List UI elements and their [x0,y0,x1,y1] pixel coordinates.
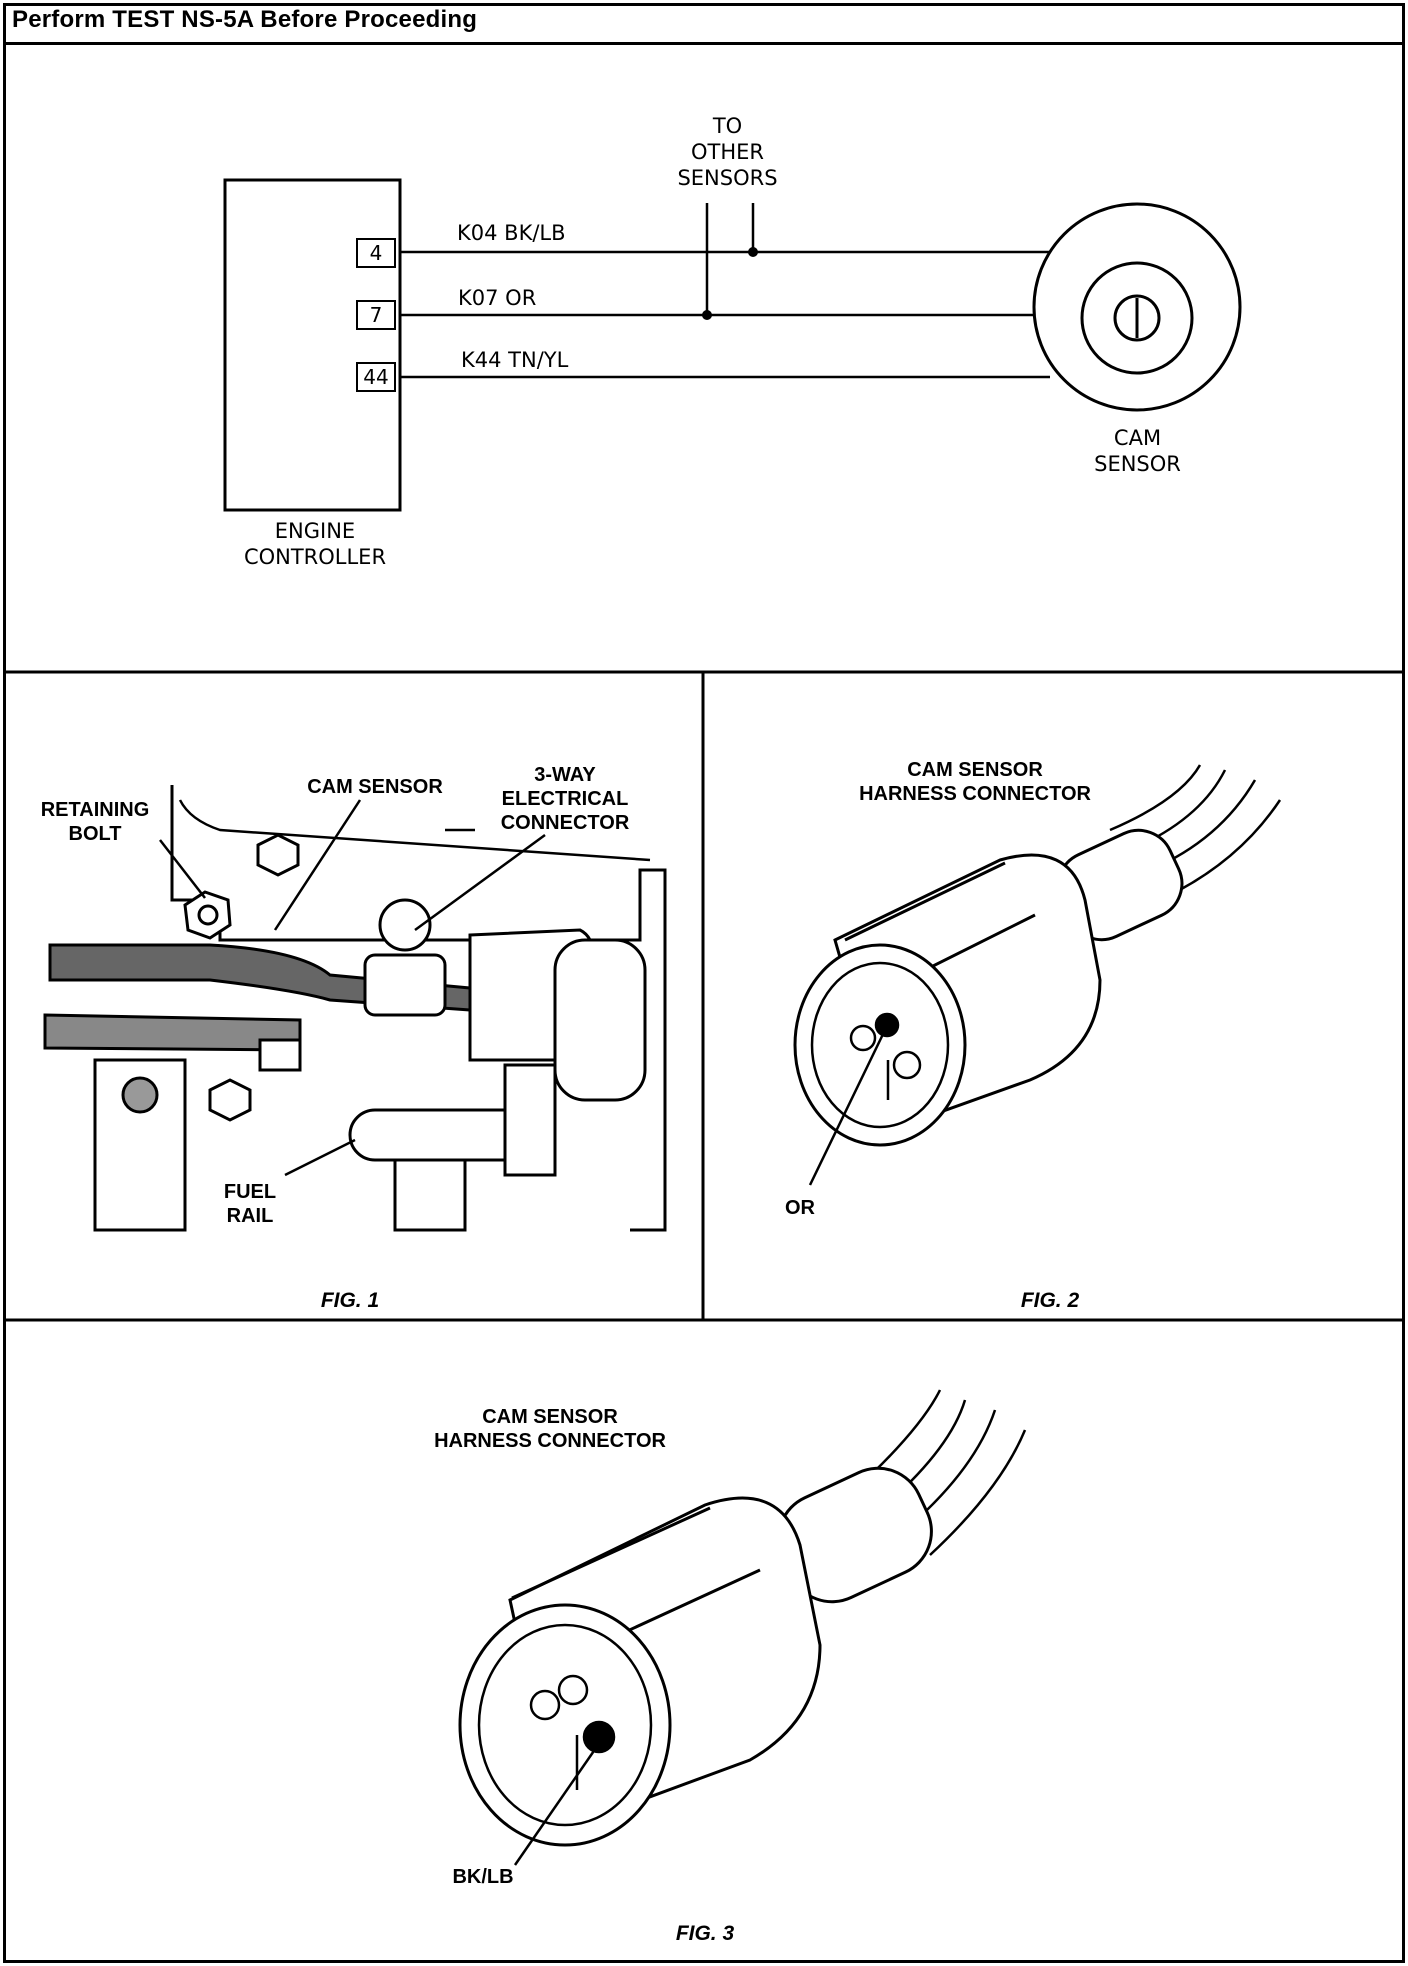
engine-controller-box [223,178,402,512]
fig1-caption: FIG. 1 [320,1289,380,1312]
wire-label-k44: K44 TN/YL [461,348,569,372]
fig2-title: CAM SENSOR HARNESS CONNECTOR [859,759,1091,805]
fig1-retaining-bolt-label: RETAINING BOLT [40,799,150,845]
header-bar [3,3,1405,45]
pin-44: 44 [356,362,396,392]
fig3-bklb-cavity [582,1720,616,1754]
page-title: Perform TEST NS-5A Before Proceeding [12,6,478,33]
splice-dot-k07 [702,310,712,320]
splice-dot-k04 [748,247,758,257]
wire-label-k04: K04 BK/LB [457,221,566,245]
cam-sensor-inner [1080,261,1194,375]
pin-4: 4 [356,238,396,268]
retaining-bolt [183,890,232,940]
cam-sensor-label: CAM SENSOR [1094,426,1181,476]
wire-label-k07: K07 OR [458,286,537,310]
fig3-bklb-label: BK/LB [452,1866,514,1888]
pin-7: 7 [356,300,396,330]
fig3-title: CAM SENSOR HARNESS CONNECTOR [434,1406,666,1452]
splice-label: TO OTHER SENSORS [677,114,778,190]
fig1-cam-sensor-label: CAM SENSOR [307,776,443,798]
fig2-connector-face [793,943,967,1147]
fig3-connector-face [458,1603,672,1847]
three-way-connector [363,953,447,1017]
fig1-connector-label: 3-WAY ELECTRICAL CONNECTOR [500,764,630,834]
fig1-fuel-rail-label: FUEL RAIL [223,1181,277,1227]
engine-controller-label: ENGINE CONTROLLER [243,519,387,569]
cam-sensor-symbol [1113,294,1161,342]
fig2-caption: FIG. 2 [1020,1289,1080,1312]
fig3-caption: FIG. 3 [675,1922,735,1945]
fig2-or-cavity [874,1012,900,1038]
fig2-or-label: OR [785,1197,815,1219]
